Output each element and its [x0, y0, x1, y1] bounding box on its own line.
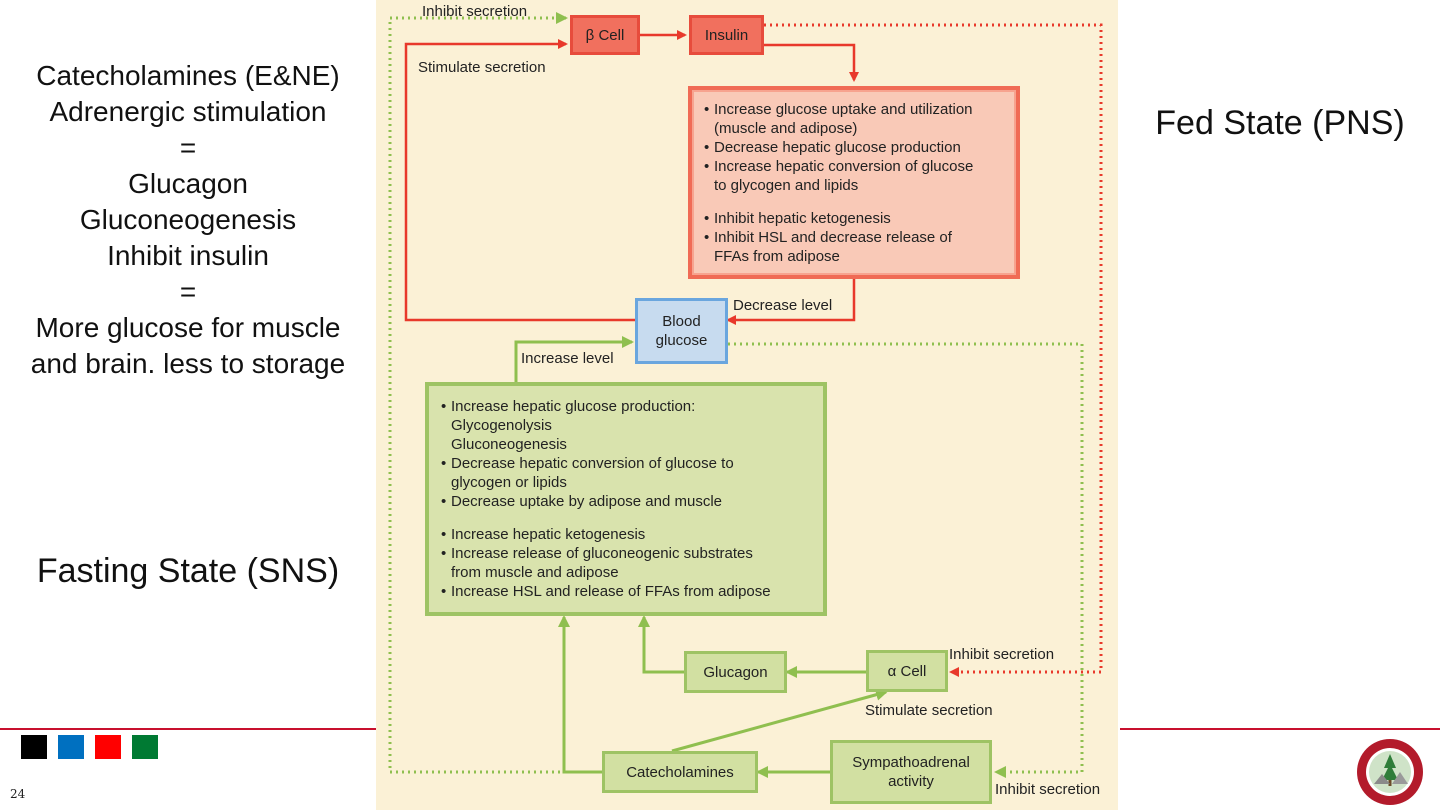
- fed-state-label: Fed State (PNS): [1155, 104, 1405, 142]
- page-number: 24: [10, 787, 26, 801]
- effect-item: Decrease hepatic glucose production: [702, 138, 1006, 157]
- insulin-effects-box: Increase glucose uptake and utilization …: [688, 86, 1020, 279]
- summary-line: Catecholamines (E&NE): [36, 60, 340, 91]
- fasting-state-label: Fasting State (SNS): [36, 552, 340, 590]
- color-square-black: [21, 735, 47, 759]
- effect-item: Inhibit hepatic ketogenesis: [702, 209, 1006, 228]
- insulin-box: Insulin: [689, 15, 764, 55]
- university-seal-logo: [1357, 739, 1423, 805]
- glucagon-label: Glucagon: [703, 663, 768, 681]
- diagram-connectors: [388, 12, 1103, 778]
- diagram-panel: β Cell Insulin Increase glucose uptake a…: [376, 0, 1118, 810]
- glucagon-effects-box: Increase hepatic glucose production: Gly…: [425, 382, 827, 616]
- stimulate-secretion-alpha-label: Stimulate secretion: [865, 702, 993, 719]
- glucagon-box: Glucagon: [684, 651, 787, 693]
- summary-line: =: [179, 132, 197, 163]
- catecholamines-label: Catecholamines: [626, 763, 734, 781]
- effect-item-continued: to glycogen and lipids: [714, 177, 859, 194]
- effect-item: Increase hepatic ketogenesis: [439, 525, 813, 544]
- footer-rule-left: [0, 728, 376, 730]
- inhibit-secretion-top-label: Inhibit secretion: [422, 3, 528, 20]
- sympathoadrenal-line: activity: [888, 773, 934, 790]
- summary-line: Inhibit insulin: [107, 240, 269, 271]
- summary-line: Adrenergic stimulation: [49, 96, 327, 127]
- footer-rule-right: [1120, 728, 1440, 730]
- effect-item-continued: (muscle and adipose): [714, 120, 858, 137]
- insulin-label: Insulin: [704, 26, 749, 44]
- increase-level-label: Increase level: [521, 350, 614, 367]
- effect-item-continued: from muscle and adipose: [451, 564, 619, 581]
- effect-item-continued: glycogen or lipids: [451, 474, 567, 491]
- summary-line: and brain. less to storage: [30, 348, 346, 379]
- effect-item: Decrease hepatic conversion of glucose t…: [439, 454, 813, 473]
- effect-item-continued: Glycogenolysis: [451, 417, 552, 434]
- alpha-cell-box: α Cell: [866, 650, 948, 692]
- effect-item-continued: Gluconeogenesis: [451, 436, 567, 453]
- alpha-cell-label: α Cell: [887, 662, 927, 680]
- inhibit-secretion-bottom-label: Inhibit secretion: [995, 781, 1101, 798]
- effect-item: Increase glucose uptake and utilization: [702, 100, 1006, 119]
- catecholamines-box: Catecholamines: [602, 751, 758, 793]
- left-summary-text: Catecholamines (E&NE) Adrenergic stimula…: [0, 58, 376, 382]
- beta-cell-box: β Cell: [570, 15, 640, 55]
- inhibit-secretion-alpha-label: Inhibit secretion: [949, 646, 1055, 663]
- effect-item: Decrease uptake by adipose and muscle: [439, 492, 813, 511]
- beta-cell-label: β Cell: [585, 26, 625, 44]
- summary-line: =: [179, 276, 197, 307]
- summary-line: Gluconeogenesis: [79, 204, 297, 235]
- color-square-green: [132, 735, 158, 759]
- sympathoadrenal-box: Sympathoadrenal activity: [830, 740, 992, 804]
- sympathoadrenal-line: Sympathoadrenal: [852, 754, 970, 771]
- color-square-red: [95, 735, 121, 759]
- blood-glucose-line: glucose: [655, 332, 708, 349]
- blood-glucose-box: Blood glucose: [635, 298, 728, 364]
- effect-item-continued: FFAs from adipose: [714, 248, 840, 265]
- insulin-pathway-lines: [404, 30, 859, 325]
- color-square-blue: [58, 735, 84, 759]
- summary-line: Glucagon: [128, 168, 248, 199]
- effect-item: Inhibit HSL and decrease release of: [702, 228, 1006, 247]
- effect-item: Increase hepatic conversion of glucose: [702, 157, 1006, 176]
- decrease-level-label: Decrease level: [733, 297, 833, 314]
- insulin-inhibit-dotted: [764, 23, 1103, 677]
- effect-item: Increase release of gluconeogenic substr…: [439, 544, 813, 563]
- glucagon-inhibit-dotted: [388, 12, 1084, 778]
- blood-glucose-line: Blood: [662, 313, 701, 330]
- summary-line: More glucose for muscle: [35, 312, 341, 343]
- stimulate-secretion-top-label: Stimulate secretion: [418, 59, 546, 76]
- effect-item: Increase hepatic glucose production:: [439, 397, 813, 416]
- effect-item: Increase HSL and release of FFAs from ad…: [439, 582, 813, 601]
